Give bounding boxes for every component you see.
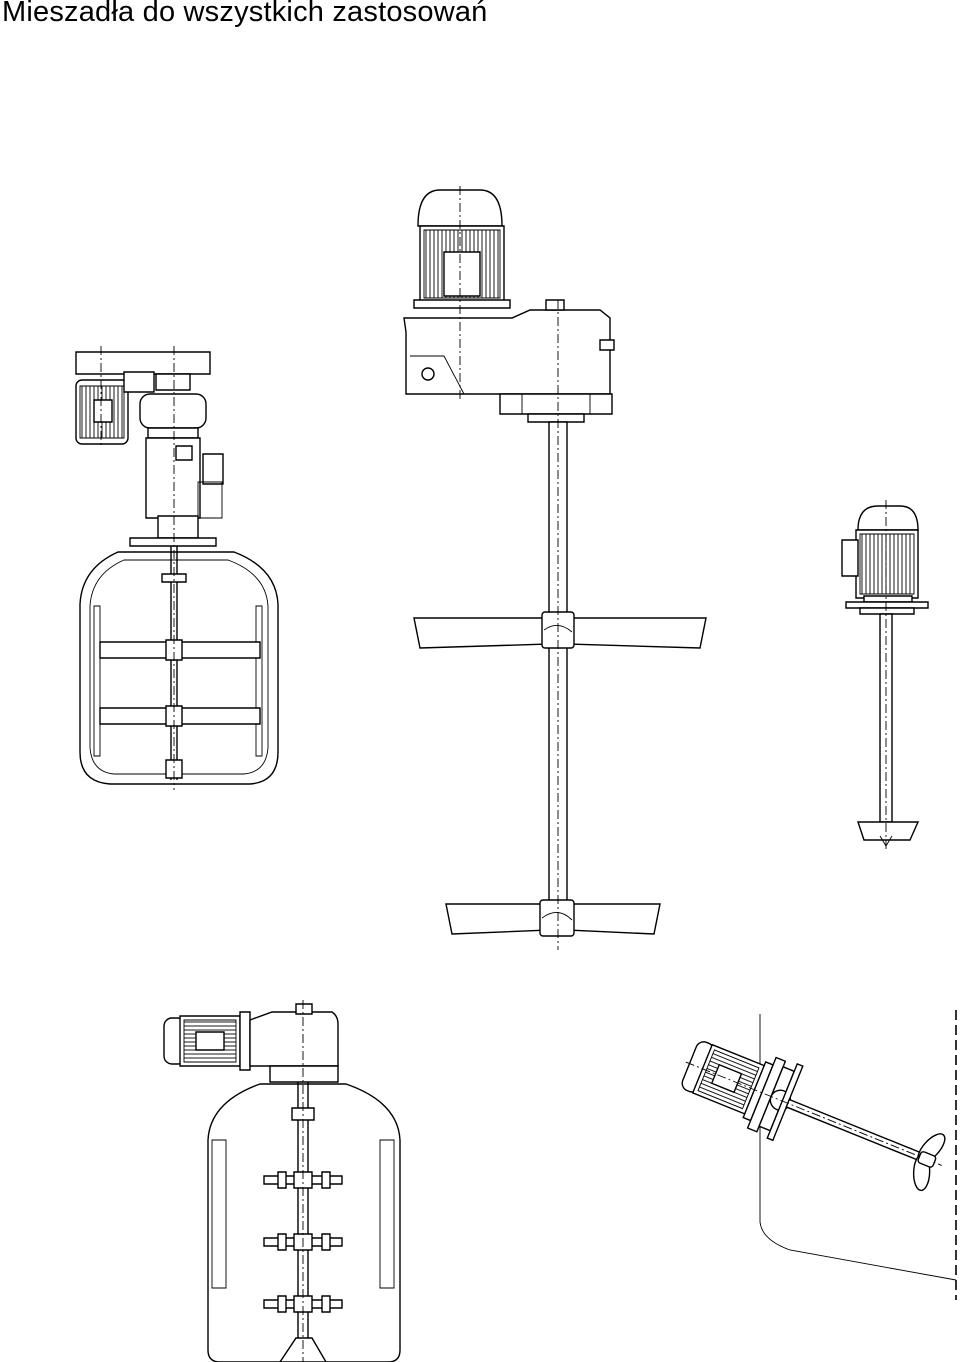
gear-motor-twin-impeller-agitator-drawing (404, 186, 706, 950)
tank-agitator-side-motor-drawing (76, 346, 278, 790)
side-entry-propeller-agitator-drawing (671, 1010, 957, 1300)
page-title: Mieszadła do wszystkich zastosowań (2, 0, 488, 28)
compact-propeller-mixer-drawing (842, 500, 928, 850)
multi-stage-paddle-tank-agitator-drawing (164, 1000, 400, 1362)
